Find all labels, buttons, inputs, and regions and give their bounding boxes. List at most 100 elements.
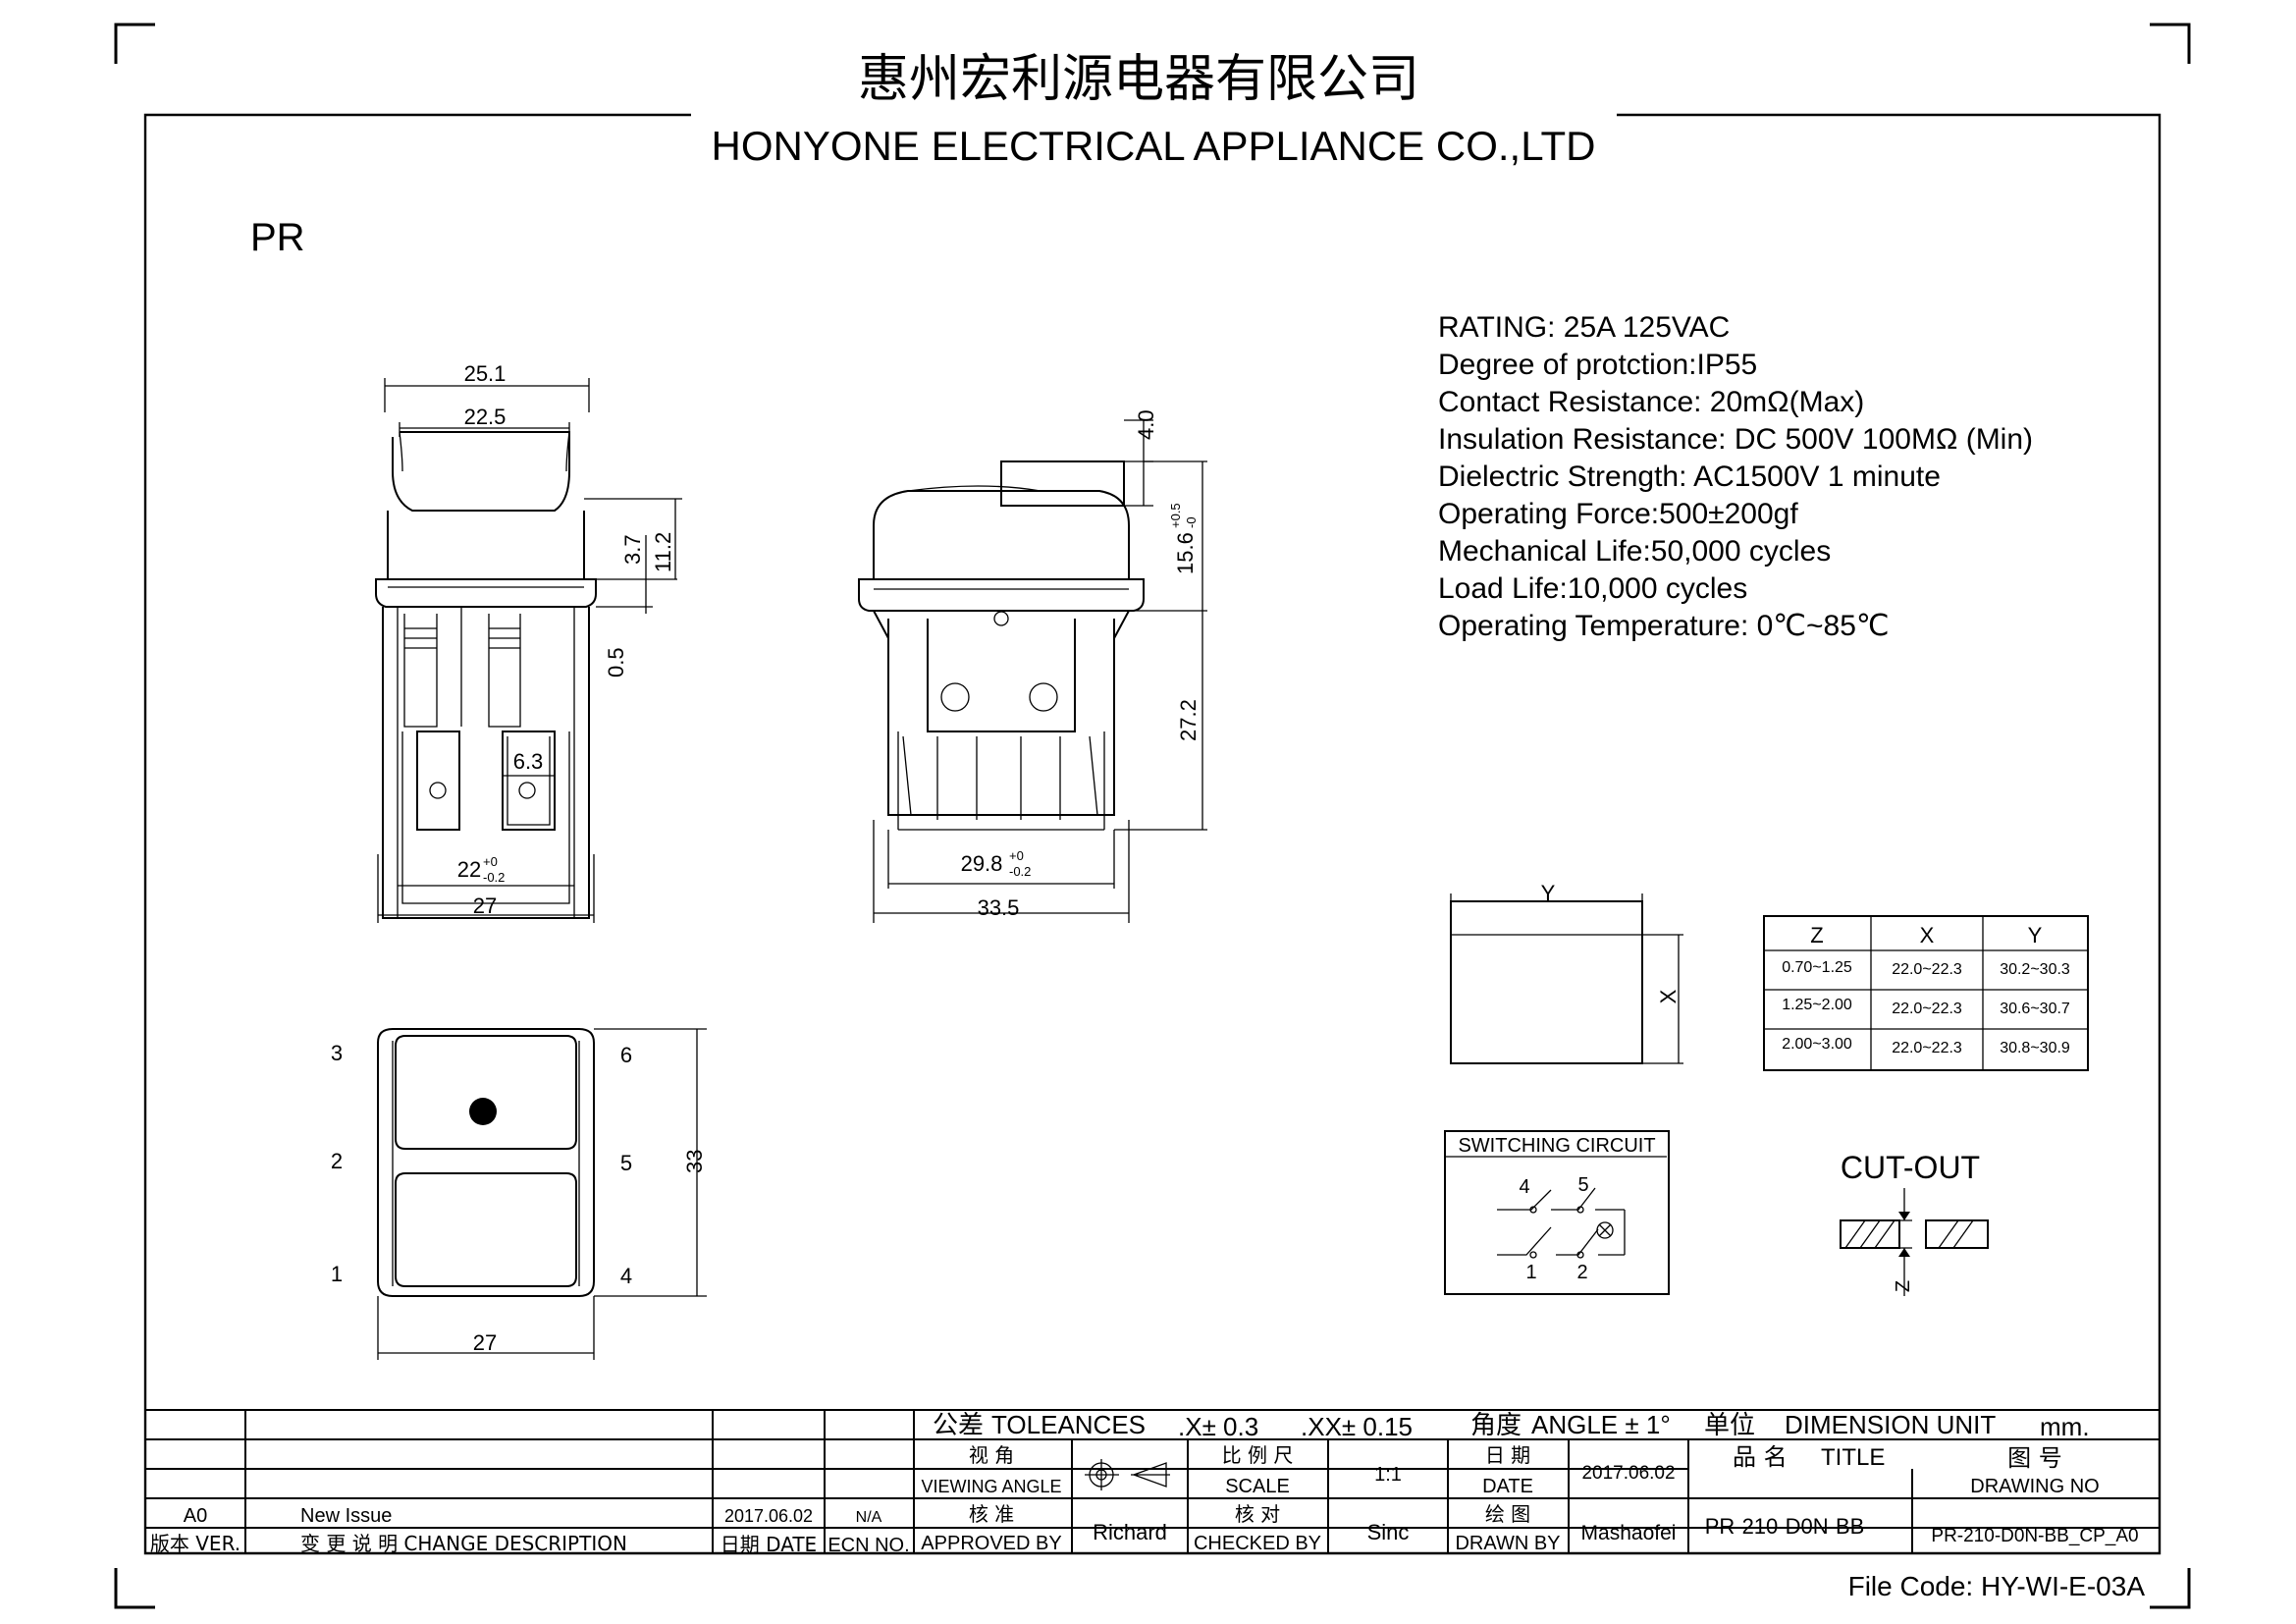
company-name-cn: 惠州宏利源电器有限公司 [858, 50, 1419, 109]
dim-side-27-2: 27.2 [1176, 699, 1201, 741]
circuit-title: SWITCHING CIRCUIT [1458, 1135, 1655, 1157]
circuit-label: 4 [1519, 1176, 1529, 1198]
side-view: 4.0 15.6 +0.5 -0 27.2 29.8 +0 -0.2 33.5 [858, 409, 1207, 923]
circuit-label: 1 [1525, 1262, 1536, 1283]
company-name-en: HONYONE ELECTRICAL APPLIANCE CO.,LTD [712, 123, 1596, 169]
dim-front-22-tol-lower: -0.2 [483, 870, 505, 885]
terminal-label: 4 [620, 1264, 632, 1288]
title-label-en: TITLE [1821, 1444, 1885, 1471]
date-value: 2017.06.02 [1581, 1463, 1675, 1484]
dim-front-22-tol-upper: +0 [483, 854, 498, 869]
dim-side-15-6-tol-upper: +0.5 [1168, 503, 1183, 528]
angle-label-en: ANGLE ± 1° [1531, 1410, 1671, 1439]
dim-front-top-outer: 25.1 [464, 361, 507, 386]
table-cell: 22.0~22.3 [1892, 1040, 1962, 1056]
unit-label-cn: 单位 [1704, 1411, 1755, 1440]
table-cell: 30.8~30.9 [2000, 1040, 2070, 1056]
header-change-description: 变 更 说 明 CHANGE DESCRIPTION [300, 1532, 627, 1555]
unit-value: mm. [2040, 1412, 2090, 1441]
spec-line: Insulation Resistance: DC 500V 100MΩ (Mi… [1438, 423, 2033, 456]
specifications: RATING: 25A 125VAC Degree of protction:I… [1438, 311, 2033, 642]
tolerance-xx: .XX± 0.15 [1301, 1412, 1413, 1441]
front-view: 25.1 22.5 3.7 11.2 0.5 6.3 22 +0 -0.2 27 [375, 361, 682, 923]
tolerance-x: .X± 0.3 [1178, 1412, 1258, 1441]
indicator-dot [469, 1098, 497, 1125]
dim-side-29-8-tol-upper: +0 [1009, 848, 1024, 863]
dim-front-22: 22 [457, 857, 481, 882]
unit-label-en: DIMENSION UNIT [1785, 1410, 1996, 1439]
checked-en: CHECKED BY [1194, 1533, 1321, 1554]
dim-side-33-5: 33.5 [978, 895, 1020, 920]
dim-side-29-8-tol-lower: -0.2 [1009, 864, 1031, 879]
dim-front-top-inner: 22.5 [464, 405, 507, 429]
spec-line: Mechanical Life:50,000 cycles [1438, 535, 1831, 568]
terminal-label: 1 [331, 1262, 343, 1286]
spec-line: Degree of protction:IP55 [1438, 349, 1757, 381]
title-block: 公差 TOLEANCES .X± 0.3 .XX± 0.15 角度 ANGLE … [145, 1409, 2160, 1556]
date-en: DATE [1482, 1476, 1533, 1497]
rev-description: New Issue [300, 1505, 392, 1527]
tolerances-label-cn: 公差 [933, 1411, 984, 1440]
switching-circuit: SWITCHING CIRCUIT 4 5 1 2 [1444, 1130, 1670, 1295]
dim-bottom-27: 27 [473, 1330, 497, 1355]
checked-cn: 核 对 [1235, 1502, 1280, 1526]
drawing-no-value: PR-210-D0N-BB_CP_A0 [1931, 1526, 2138, 1546]
circuit-label: 2 [1576, 1262, 1587, 1283]
rev-date: 2017.06.02 [724, 1506, 813, 1526]
date-cn: 日 期 [1485, 1443, 1530, 1467]
viewing-angle-en: VIEWING ANGLE [921, 1477, 1061, 1496]
approved-value: Richard [1093, 1520, 1167, 1544]
bottom-view: 3 2 1 6 5 4 33 27 [331, 1028, 707, 1360]
viewing-angle-cn: 视 角 [969, 1443, 1014, 1467]
dim-front-0-5: 0.5 [604, 647, 628, 677]
drawing-no-en: DRAWING NO [1970, 1476, 2099, 1497]
table-cell: 22.0~22.3 [1892, 961, 1962, 978]
table-cell: 1.25~2.00 [1782, 997, 1852, 1013]
terminal-label: 6 [620, 1043, 632, 1067]
dim-front-6-3: 6.3 [513, 749, 544, 774]
border-frame [143, 113, 2162, 1555]
table-cell: 22.0~22.3 [1892, 1001, 1962, 1017]
drawn-value: Mashaofei [1581, 1522, 1677, 1544]
title-value: PR-210-D0N-BB [1705, 1514, 1865, 1539]
dim-side-4-0: 4.0 [1134, 409, 1158, 440]
table-cell: 0.70~1.25 [1782, 959, 1852, 976]
rev-version: A0 [184, 1505, 207, 1527]
table-cell: 30.2~30.3 [2000, 961, 2070, 978]
drawn-en: DRAWN BY [1455, 1533, 1560, 1554]
panel-diagram: Y X [1450, 881, 1683, 1064]
panel-label-x: X [1656, 989, 1681, 1003]
terminal-label: 5 [620, 1151, 632, 1175]
drawn-cn: 绘 图 [1485, 1502, 1530, 1526]
spec-line: Load Life:10,000 cycles [1438, 572, 1747, 605]
file-code: File Code: HY-WI-E-03A [1848, 1571, 2146, 1601]
tolerances-label-en: TOLEANCES [991, 1410, 1146, 1439]
cutout-title: CUT-OUT [1841, 1150, 1980, 1185]
terminal-label: 2 [331, 1149, 343, 1173]
terminal-label: 3 [331, 1041, 343, 1065]
cutout-table: Z X Y 0.70~1.25 22.0~22.3 30.2~30.3 1.25… [1763, 915, 2089, 1071]
approved-cn: 核 准 [969, 1502, 1014, 1526]
table-cell: 2.00~3.00 [1782, 1036, 1852, 1053]
table-cell: 30.6~30.7 [2000, 1001, 2070, 1017]
panel-label-y: Y [1541, 881, 1556, 905]
series-label: PR [250, 216, 305, 259]
spec-line: RATING: 25A 125VAC [1438, 311, 1730, 344]
dim-front-27: 27 [473, 893, 497, 918]
cutout-z-label: Z [1893, 1280, 1914, 1292]
projection-symbol-icon [1085, 1459, 1170, 1490]
angle-label-cn: 角度 [1470, 1411, 1522, 1440]
title-label-cn: 品 名 [1733, 1443, 1788, 1471]
spec-line: Dielectric Strength: AC1500V 1 minute [1438, 460, 1941, 493]
scale-en: SCALE [1225, 1476, 1290, 1497]
cutout-diagram: CUT-OUT Z [1840, 1150, 1989, 1296]
spec-line: Operating Force:500±200gf [1438, 498, 1798, 530]
corner-marks [114, 23, 2191, 1609]
dim-front-3-7: 3.7 [620, 534, 645, 565]
table-header: X [1920, 923, 1935, 947]
table-header: Z [1810, 923, 1823, 947]
checked-value: Sinc [1367, 1520, 1410, 1544]
header-ecn: ECN NO. [828, 1535, 909, 1556]
approved-en: APPROVED BY [921, 1533, 1061, 1554]
